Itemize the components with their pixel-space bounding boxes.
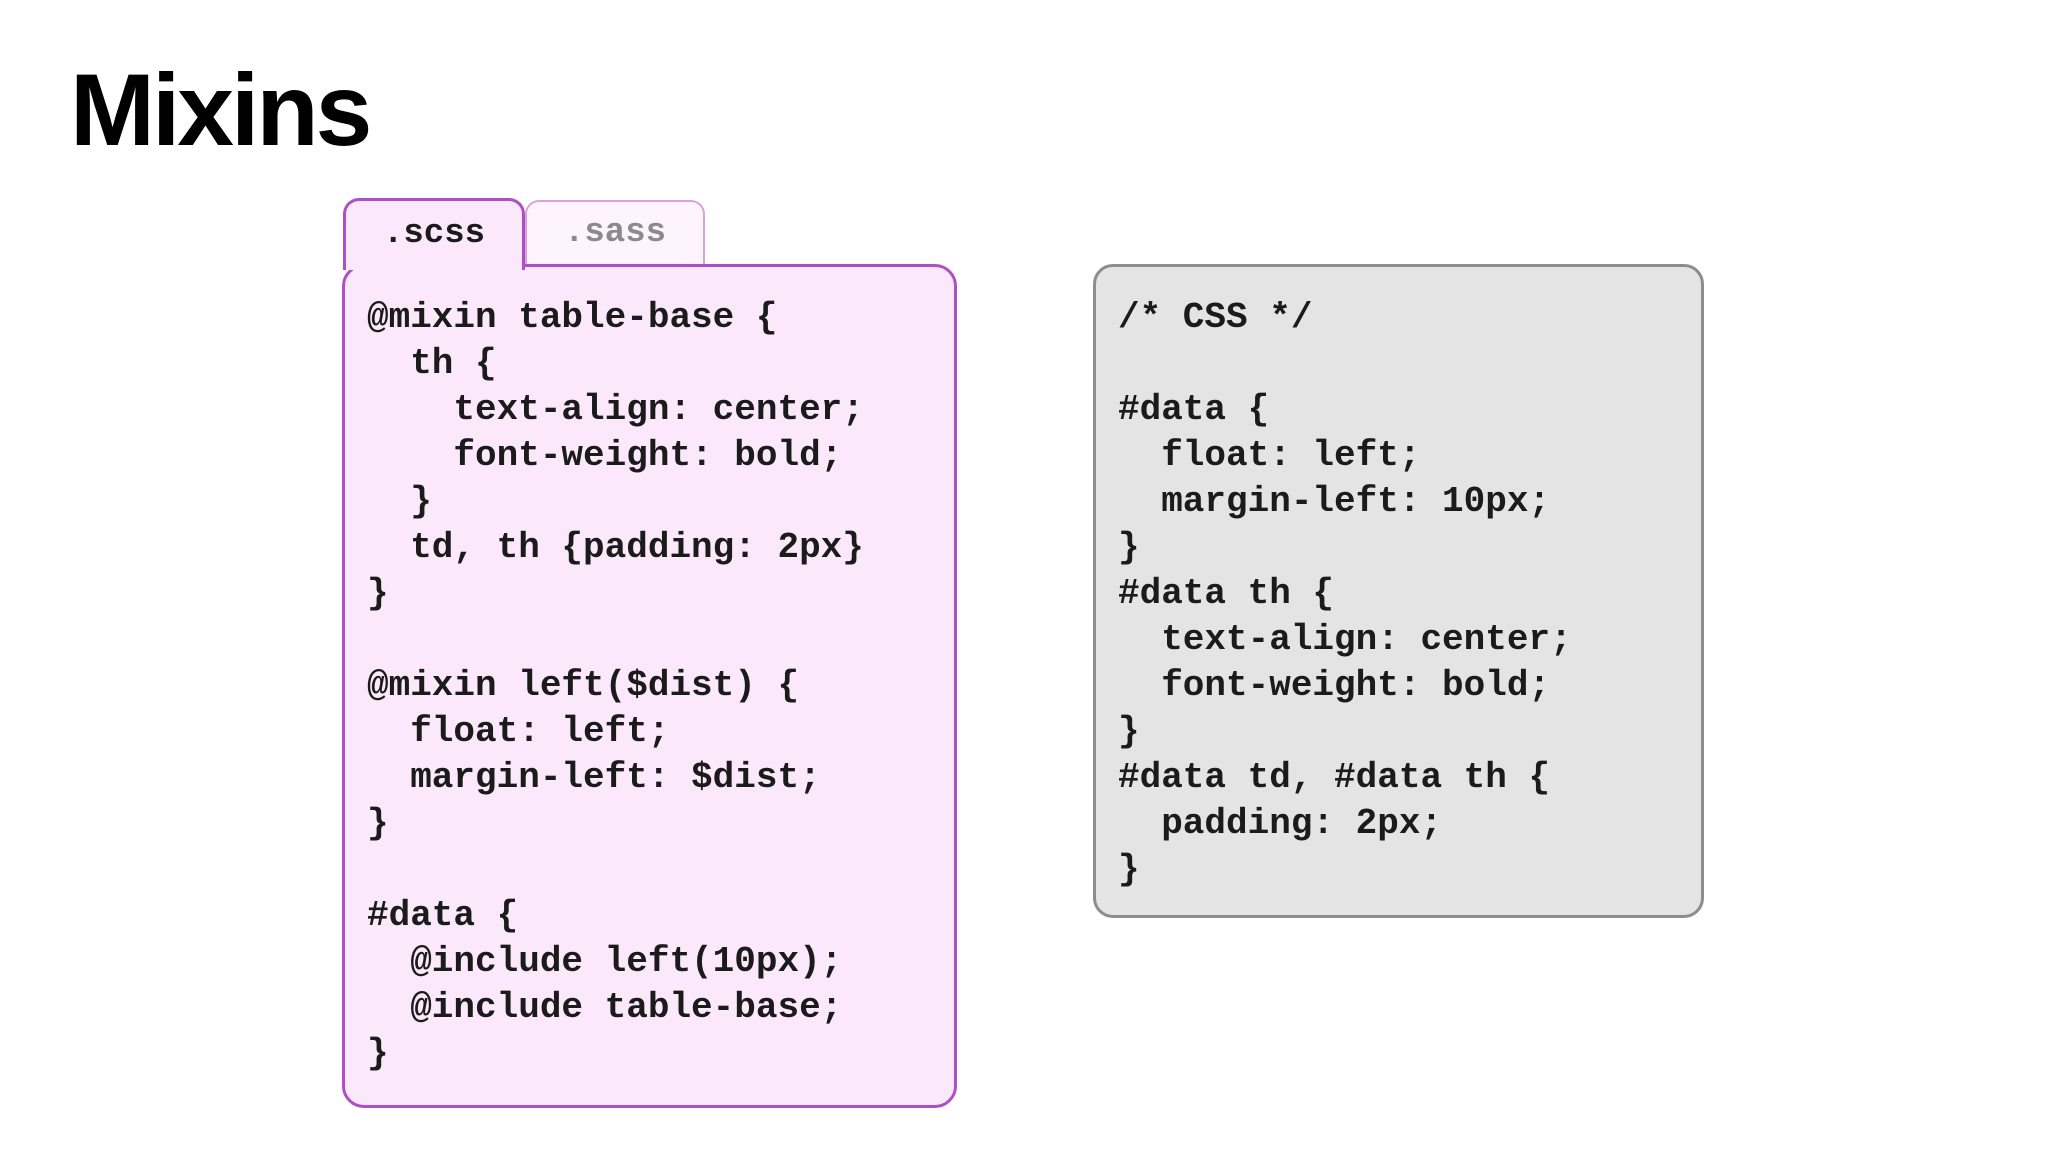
scss-code: @mixin table-base { th { text-align: cen… — [367, 297, 864, 1074]
tab-sass[interactable]: .sass — [525, 200, 705, 264]
css-code-panel: /* CSS */ #data { float: left; margin-le… — [1093, 264, 1704, 918]
tab-scss[interactable]: .scss — [343, 198, 525, 270]
css-code: /* CSS */ #data { float: left; margin-le… — [1118, 297, 1572, 890]
scss-code-panel: @mixin table-base { th { text-align: cen… — [342, 264, 957, 1108]
page-title: Mixins — [70, 53, 372, 167]
